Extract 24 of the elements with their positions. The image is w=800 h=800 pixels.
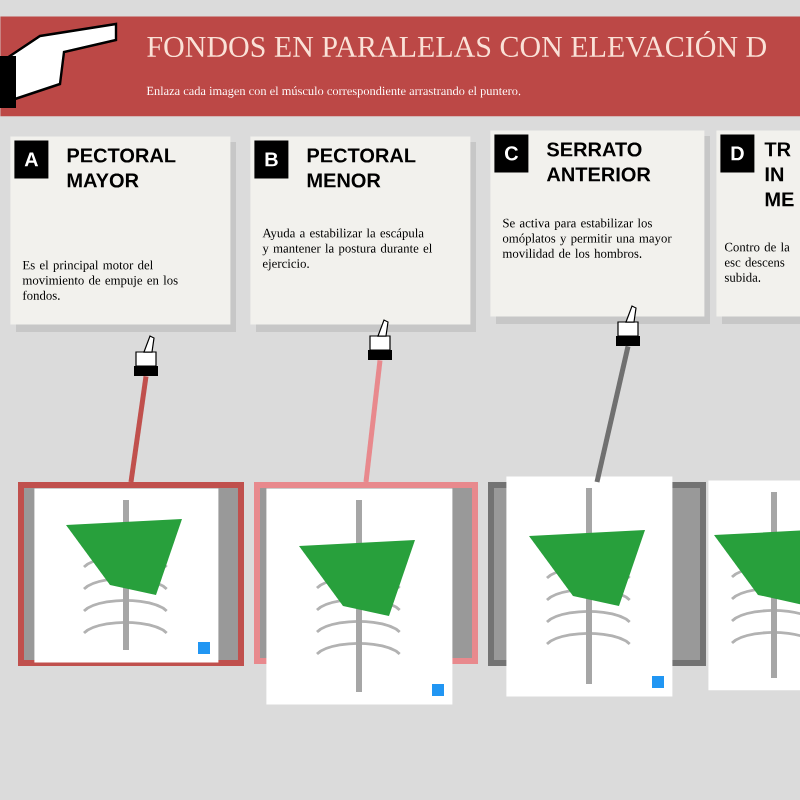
- anatomy-picture: [34, 488, 219, 663]
- title: FONDOS EN PARALELAS CON ELEVACIÓN D: [147, 30, 766, 58]
- pointer-hand-drawing: [616, 305, 640, 346]
- muscle-name: SERRATO ANTERIOR: [546, 142, 651, 182]
- anatomy-picture: [266, 488, 453, 705]
- connector-line: [594, 345, 631, 483]
- connector-line: [128, 376, 149, 483]
- muscle-name: PECTORAL MENOR: [307, 148, 416, 188]
- muscle-card: [10, 136, 231, 325]
- pointer-hand-drawing: [368, 319, 392, 360]
- muscle-name: PECTORAL MAYOR: [67, 148, 176, 188]
- letter-badge: C: [494, 134, 529, 173]
- letter-badge: A: [14, 140, 49, 179]
- pointer-hand-drawing: [134, 335, 158, 376]
- muscle-card: [490, 130, 705, 317]
- letter-badge: D: [720, 134, 755, 173]
- anatomy-picture: [708, 480, 800, 691]
- muscle-card: [716, 130, 800, 317]
- header-band: [0, 16, 800, 117]
- letter-badge: B: [254, 140, 289, 179]
- muscle-card: [250, 136, 471, 325]
- connector-line: [363, 360, 383, 483]
- muscle-name: TR IN ME: [764, 142, 794, 207]
- anatomy-picture: [506, 476, 673, 697]
